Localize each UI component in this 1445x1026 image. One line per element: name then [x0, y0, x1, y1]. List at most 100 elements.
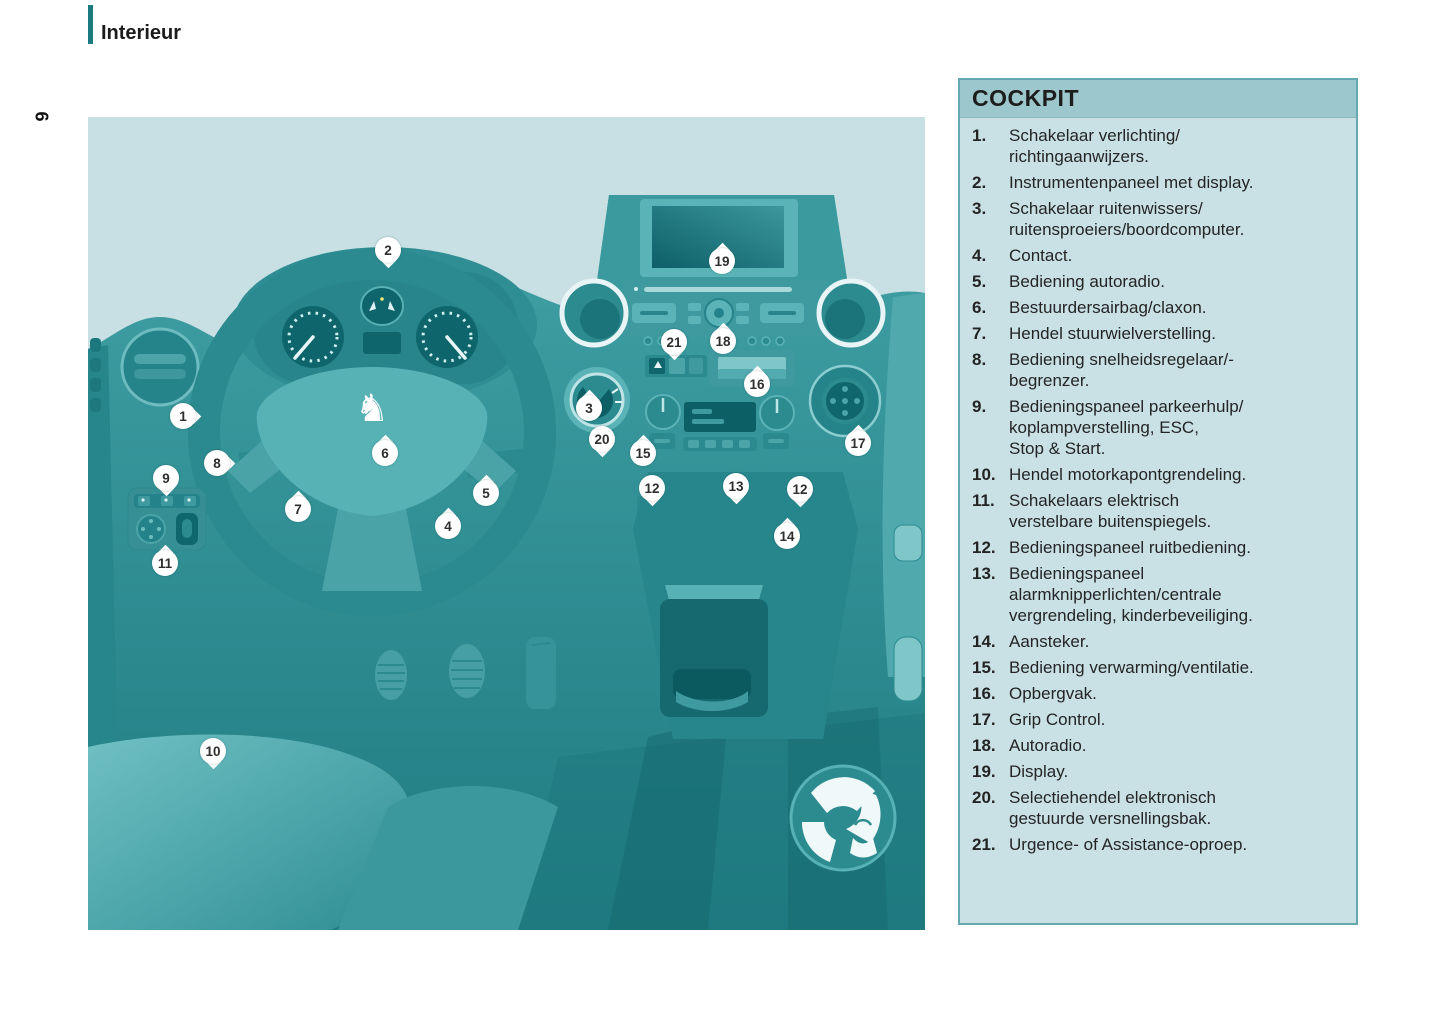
callout-marker-5: 5 — [473, 474, 499, 506]
legend-list: 1. Schakelaar verlichting/ richtingaanwij… — [960, 118, 1356, 855]
legend-item-number: 2. — [972, 173, 987, 192]
legend-item-10: 10.Hendel motorkapontgrendeling. — [972, 464, 1348, 485]
callout-marker-6: 6 — [372, 434, 398, 466]
legend-item-15: 15.Bediening verwarming/ventilatie. — [972, 657, 1348, 678]
callout-number: 19 — [709, 248, 735, 274]
callout-marker-19: 19 — [709, 242, 735, 274]
legend-item-4: 4. Contact. — [972, 245, 1348, 266]
legend-item-8: 8.Bediening snelheidsregelaar/- begrenze… — [972, 349, 1348, 391]
legend-item-14: 14. Aansteker. — [972, 631, 1348, 652]
callout-number: 1 — [170, 403, 196, 429]
legend-item-number: 18. — [972, 736, 996, 755]
left-air-vent — [120, 327, 200, 407]
callout-marker-13: 13 — [723, 473, 749, 505]
legend-item-number: 17. — [972, 710, 996, 729]
legend-item-number: 15. — [972, 658, 996, 677]
legend-item-16: 16. Opbergvak. — [972, 683, 1348, 704]
callout-marker-17: 17 — [845, 424, 871, 456]
legend-item-text: Contact. — [1009, 246, 1073, 265]
callout-marker-18: 18 — [710, 322, 736, 354]
legend-item-number: 19. — [972, 762, 996, 781]
legend-item-text: Schakelaars elektrisch verstelbare buite… — [1009, 491, 1212, 531]
storage-tray — [709, 350, 795, 386]
legend-item-text: Bestuurdersairbag/claxon. — [1009, 298, 1207, 317]
callout-marker-16: 16 — [744, 365, 770, 397]
callout-number: 14 — [774, 523, 800, 549]
legend-item-number: 3. — [972, 199, 987, 218]
callout-marker-10: 10 — [200, 738, 226, 770]
legend-item-text: Schakelaar ruitenwissers/ ruitensproeier… — [1009, 199, 1245, 239]
callout-marker-4: 4 — [435, 507, 461, 539]
legend-item-text: Display. — [1009, 762, 1069, 781]
legend-item-text: Schakelaar verlichting/ richtingaanwijze… — [1009, 126, 1181, 166]
legend-item-20: 20.Selectiehendel elektronisch gestuurde… — [972, 787, 1348, 829]
brand-lion-emblem: ♞ — [355, 386, 389, 430]
callout-number: 11 — [152, 550, 178, 576]
legend-item-text: Hendel stuurwielverstelling. — [1009, 324, 1216, 343]
assistance-emblem — [789, 764, 897, 872]
floor-seam-left — [608, 717, 728, 930]
right-door-trim — [882, 293, 925, 702]
callout-number: 8 — [204, 450, 230, 476]
legend-item-number: 6. — [972, 298, 987, 317]
callout-marker-11: 11 — [152, 544, 178, 576]
legend-item-number: 13. — [972, 564, 996, 583]
legend-item-number: 20. — [972, 788, 996, 807]
callout-marker-12: 12 — [639, 475, 665, 507]
legend-item-number: 7. — [972, 324, 987, 343]
callout-number: 5 — [473, 480, 499, 506]
legend-item-7: 7. Hendel stuurwielverstelling. — [972, 323, 1348, 344]
legend-item-3: 3. Schakelaar ruitenwissers/ ruitensproei… — [972, 198, 1348, 240]
callout-number: 17 — [845, 430, 871, 456]
page-title: Interieur — [101, 22, 182, 44]
header-accent-bar — [88, 5, 93, 44]
callout-number: 6 — [372, 440, 398, 466]
legend-item-text: Opbergvak. — [1009, 684, 1097, 703]
legend-item-6: 6. Bestuurdersairbag/claxon. — [972, 297, 1348, 318]
callout-marker-20: 20 — [589, 426, 615, 458]
seat-cushion — [88, 734, 558, 930]
callout-number: 13 — [723, 473, 749, 499]
left-door-grille — [90, 338, 101, 412]
legend-item-13: 13. Bedieningspaneel alarmknipperlichten/… — [972, 563, 1348, 626]
legend-item-text: Bedieningspaneel alarmknipperlichten/cen… — [1009, 564, 1253, 625]
legend-item-number: 5. — [972, 272, 987, 291]
callout-number: 10 — [200, 738, 226, 764]
center-vent-left — [559, 278, 629, 348]
callout-marker-12: 12 — [787, 476, 813, 508]
legend-item-text: Bediening autoradio. — [1009, 272, 1165, 291]
callout-number: 20 — [589, 426, 615, 452]
legend-item-text: Bedieningspaneel ruitbediening. — [1009, 538, 1251, 557]
legend-panel: COCKPIT 1.Schakelaar verlichting/ richti… — [958, 78, 1358, 925]
callout-marker-7: 7 — [285, 490, 311, 522]
lower-console — [633, 472, 858, 739]
mirror-switch-panel — [127, 487, 207, 551]
legend-item-number: 14. — [972, 632, 996, 651]
center-vent-right — [816, 278, 886, 348]
legend-item-number: 4. — [972, 246, 987, 265]
callout-marker-14: 14 — [774, 517, 800, 549]
legend-item-text: Autoradio. — [1009, 736, 1087, 755]
callout-number: 4 — [435, 513, 461, 539]
callout-marker-9: 9 — [153, 465, 179, 497]
callout-number: 12 — [639, 475, 665, 501]
legend-item-text: Hendel motorkapontgrendeling. — [1009, 465, 1247, 484]
cockpit-drawing: ♞ — [88, 117, 925, 930]
legend-item-text: Bediening snelheidsregelaar/- begrenzer. — [1009, 350, 1234, 390]
legend-item-9: 9.Bedieningspaneel parkeerhulp/ koplampv… — [972, 396, 1348, 459]
legend-item-number: 16. — [972, 684, 996, 703]
callout-marker-8: 8 — [204, 450, 236, 476]
legend-item-19: 19. Display. — [972, 761, 1348, 782]
legend-item-text: Aansteker. — [1009, 632, 1090, 651]
steering-wheel: ♞ — [188, 248, 556, 616]
legend-item-number: 11. — [972, 491, 995, 510]
legend-item-number: 1. — [972, 126, 987, 145]
grip-control-dial — [808, 364, 882, 438]
callout-number: 7 — [285, 496, 311, 522]
callout-marker-15: 15 — [630, 434, 656, 466]
callout-number: 9 — [153, 465, 179, 491]
callout-number: 3 — [576, 395, 602, 421]
legend-item-number: 9. — [972, 397, 987, 416]
legend-item-2: 2.Instrumentenpaneel met display. — [972, 172, 1348, 193]
